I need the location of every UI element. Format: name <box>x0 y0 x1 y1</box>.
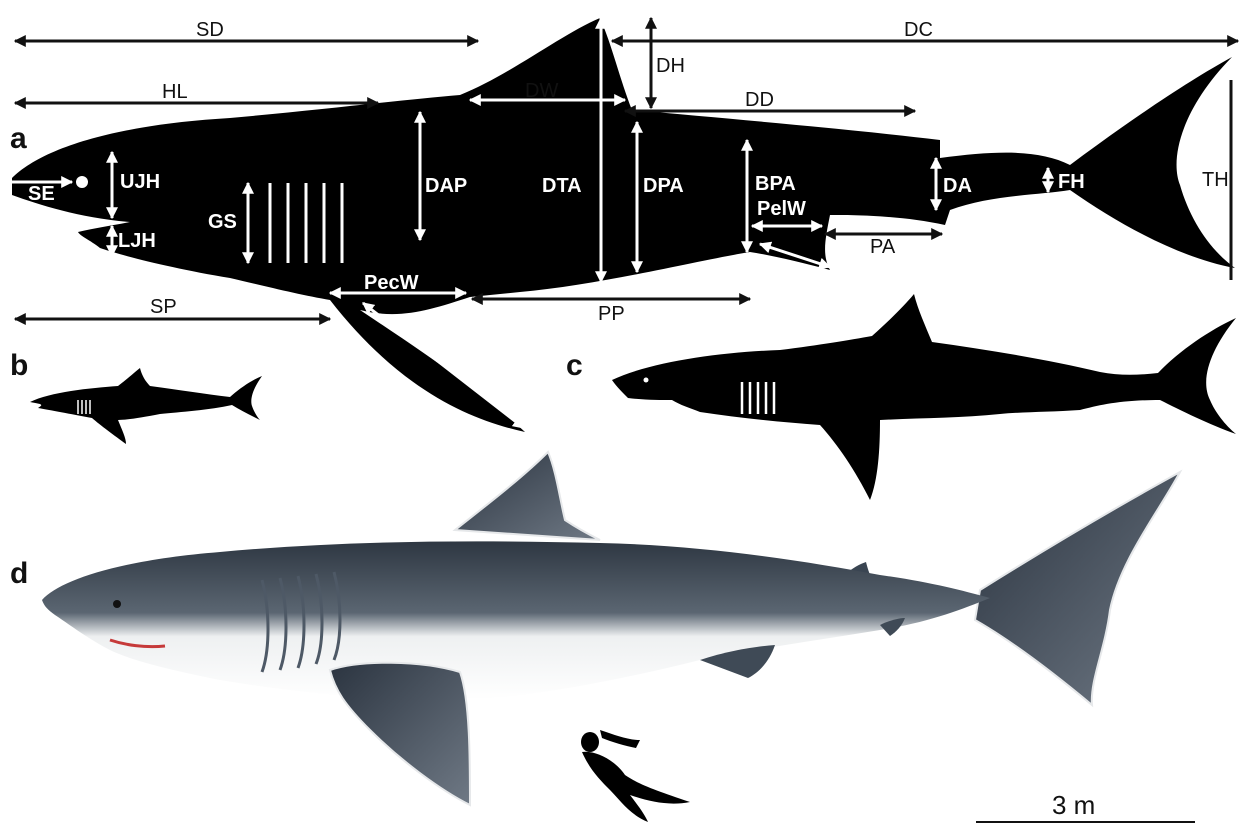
panel-label-a: a <box>10 122 27 155</box>
label-BPA: BPA <box>755 173 796 195</box>
label-HL: HL <box>162 81 188 103</box>
panel-label-b: b <box>10 349 28 382</box>
label-SD: SD <box>196 19 224 41</box>
label-DW: DW <box>525 80 558 102</box>
label-PP: PP <box>598 303 625 325</box>
label-DA: DA <box>943 175 972 197</box>
label-UJH: UJH <box>120 171 160 193</box>
label-TH: TH <box>1202 169 1229 191</box>
label-DAP: DAP <box>425 175 467 197</box>
panel-d-shark-illustration: 3m 6 m <box>42 452 1180 805</box>
panel-c-silhouette <box>612 294 1236 500</box>
diver-silhouette <box>581 730 690 822</box>
label-DD: DD <box>745 89 774 111</box>
label-PecW: PecW <box>364 272 419 294</box>
panel-b-silhouette <box>30 368 262 444</box>
eye-icon <box>76 176 88 188</box>
label-PelW: PelW <box>757 198 806 220</box>
label-FH: FH <box>1058 171 1085 193</box>
label-DH: DH <box>656 55 685 77</box>
label-LJH: LJH <box>118 230 156 252</box>
panel-label-c: c <box>566 349 583 382</box>
panel-label-d: d <box>10 557 28 590</box>
label-SE: SE <box>28 183 55 205</box>
scale-bar-label: 3 m <box>1052 790 1095 820</box>
label-DPA: DPA <box>643 175 684 197</box>
label-PelL: PelL <box>756 266 798 288</box>
label-SP: SP <box>150 296 177 318</box>
stray-label-upper: 3m <box>318 530 335 544</box>
stray-label-lower: 6 m <box>330 717 350 731</box>
label-PA: PA <box>870 236 896 258</box>
scale-bar: 3 m <box>976 790 1195 822</box>
label-DTA: DTA <box>542 175 582 197</box>
label-PecL: PecL <box>420 333 468 355</box>
label-DC: DC <box>904 19 933 41</box>
label-GS: GS <box>208 211 237 233</box>
